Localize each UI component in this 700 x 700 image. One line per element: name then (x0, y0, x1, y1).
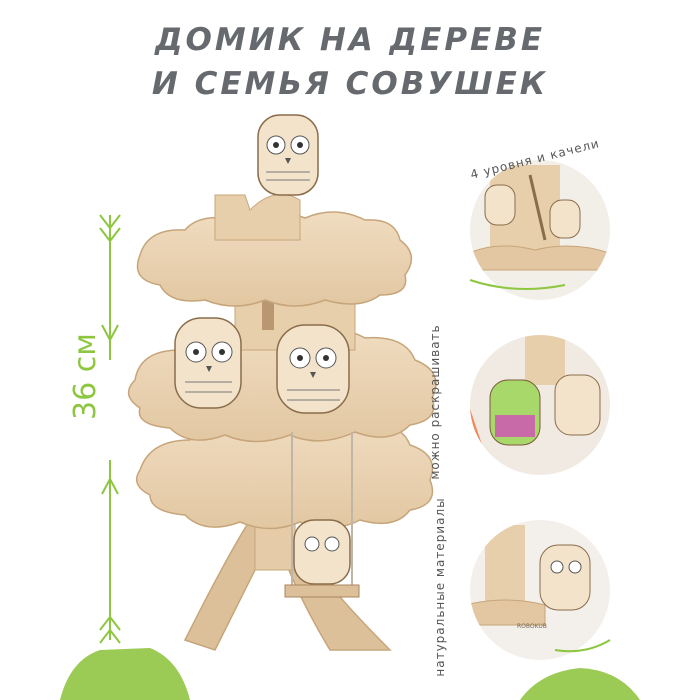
feature-circle-coloring (455, 320, 625, 490)
page-title-line-2: И СЕМЬЯ СОВУШЕК (151, 66, 549, 102)
feature-circle-levels (455, 145, 625, 315)
height-indicator (95, 214, 125, 644)
owl-figure-left (174, 317, 242, 409)
tree-house-product-image (127, 114, 437, 651)
brand-mark: ROBOKUB (517, 623, 547, 630)
swing-with-owl (284, 432, 360, 598)
owl-figure-top (257, 114, 319, 196)
height-label: 36 см (68, 333, 103, 420)
page-title-line-1: ДОМИК НА ДЕРЕВЕ (154, 22, 546, 58)
owl-figure-right (276, 324, 350, 414)
feature-caption-materials: натуральные материалы (433, 497, 447, 677)
feature-caption-coloring: можно раскрашивать (428, 324, 442, 480)
feature-circle-materials: ROBOKUB (455, 505, 625, 675)
